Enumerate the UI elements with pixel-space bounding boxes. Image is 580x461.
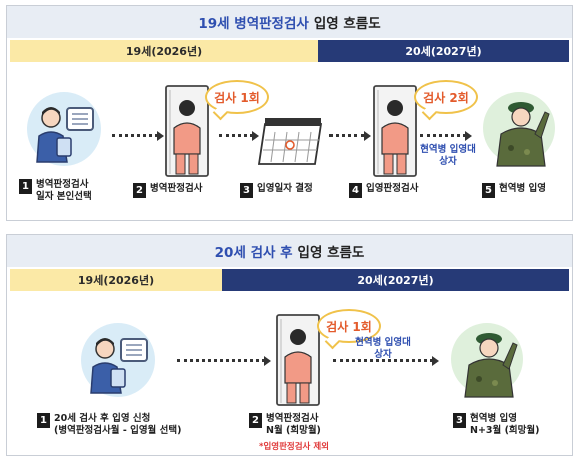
exam-booth-icon [373,85,417,177]
exam-count-bubble: 검사 2회 [414,80,478,114]
step-number: 3 [240,183,253,198]
step-4: 4 입영판정검사 [349,183,418,198]
step-number: 1 [37,413,50,428]
step-2: 2 병역판정검사 [133,183,202,198]
step-number: 2 [133,183,146,198]
year-timeline: 19세(2026년) 20세(2027년) [10,269,569,291]
step-sublabel: (병역판정검사월 - 입영월 선택) [54,425,182,436]
step-sublabel: N+3월 (희망월) [470,425,540,436]
flow-arrow [329,131,371,141]
step-number: 1 [19,179,32,194]
exclusion-note: *입영판정검사 제외 [259,442,329,452]
step-sublabel: N월 (희망월) [266,425,321,436]
step-3: 3 입영일자 결정 [240,183,313,198]
title-highlight: 20세 검사 후 [214,245,293,261]
timeline-20: 20세(2027년) [222,269,569,291]
flow-arrow [333,356,439,366]
person-tablet-icon [90,338,148,394]
soldier-salute-icon [496,102,550,167]
step-label: 병역판정검사 [266,413,319,424]
timeline-20: 20세(2027년) [318,40,569,62]
panel-title: 19세 병역판정검사 입영 흐름도 [7,6,572,38]
person-tablet-icon [36,107,94,163]
step-label: 입영일자 결정 [257,183,313,194]
flow-panel-19: 19세 병역판정검사 입영 흐름도 19세(2026년) 20세(2027년) … [6,5,573,221]
step-label: 병역판정검사 [36,179,89,190]
step-1: 1 20세 검사 후 입영 신청(병역판정검사월 - 입영월 선택) [37,413,181,437]
step-label: 병역판정검사 [150,183,203,194]
title-rest: 입영 흐름도 [313,16,381,32]
step-label: 입영판정검사 [366,183,419,194]
step-5: 5 현역병 입영 [482,183,546,198]
panel-title: 20세 검사 후 입영 흐름도 [7,235,572,267]
exam-count-bubble: 검사 1회 [205,80,269,114]
flow-arrow [219,131,259,141]
timeline-19: 19세(2026년) [10,40,318,62]
exam-booth-icon [165,85,209,177]
exam-count-bubble: 검사 1회 [317,309,381,343]
flow-arrow [177,356,271,366]
exam-booth-icon [276,314,320,406]
year-timeline: 19세(2026년) 20세(2027년) [10,40,569,62]
flow-panel-20: 20세 검사 후 입영 흐름도 19세(2026년) 20세(2027년) 검사… [6,234,573,456]
title-rest: 입영 흐름도 [297,245,365,261]
step-number: 5 [482,183,495,198]
flow-arrow [112,131,164,141]
title-highlight: 19세 병역판정검사 [198,16,309,32]
step-label: 20세 검사 후 입영 신청 [54,413,151,424]
step-number: 2 [249,413,262,428]
step-number: 3 [453,413,466,428]
conscript-note: 현역병 입영대상자 [420,144,476,167]
conscript-note: 현역병 입영대상자 [355,337,411,360]
step-number: 4 [349,183,362,198]
step-label: 현역병 입영 [470,413,518,424]
step-sublabel: 일자 본인선택 [36,191,92,202]
flow-arrow [420,131,472,141]
soldier-salute-icon [464,333,518,398]
timeline-19: 19세(2026년) [10,269,222,291]
step-label: 현역병 입영 [499,183,547,194]
calendar-icon [257,118,323,165]
